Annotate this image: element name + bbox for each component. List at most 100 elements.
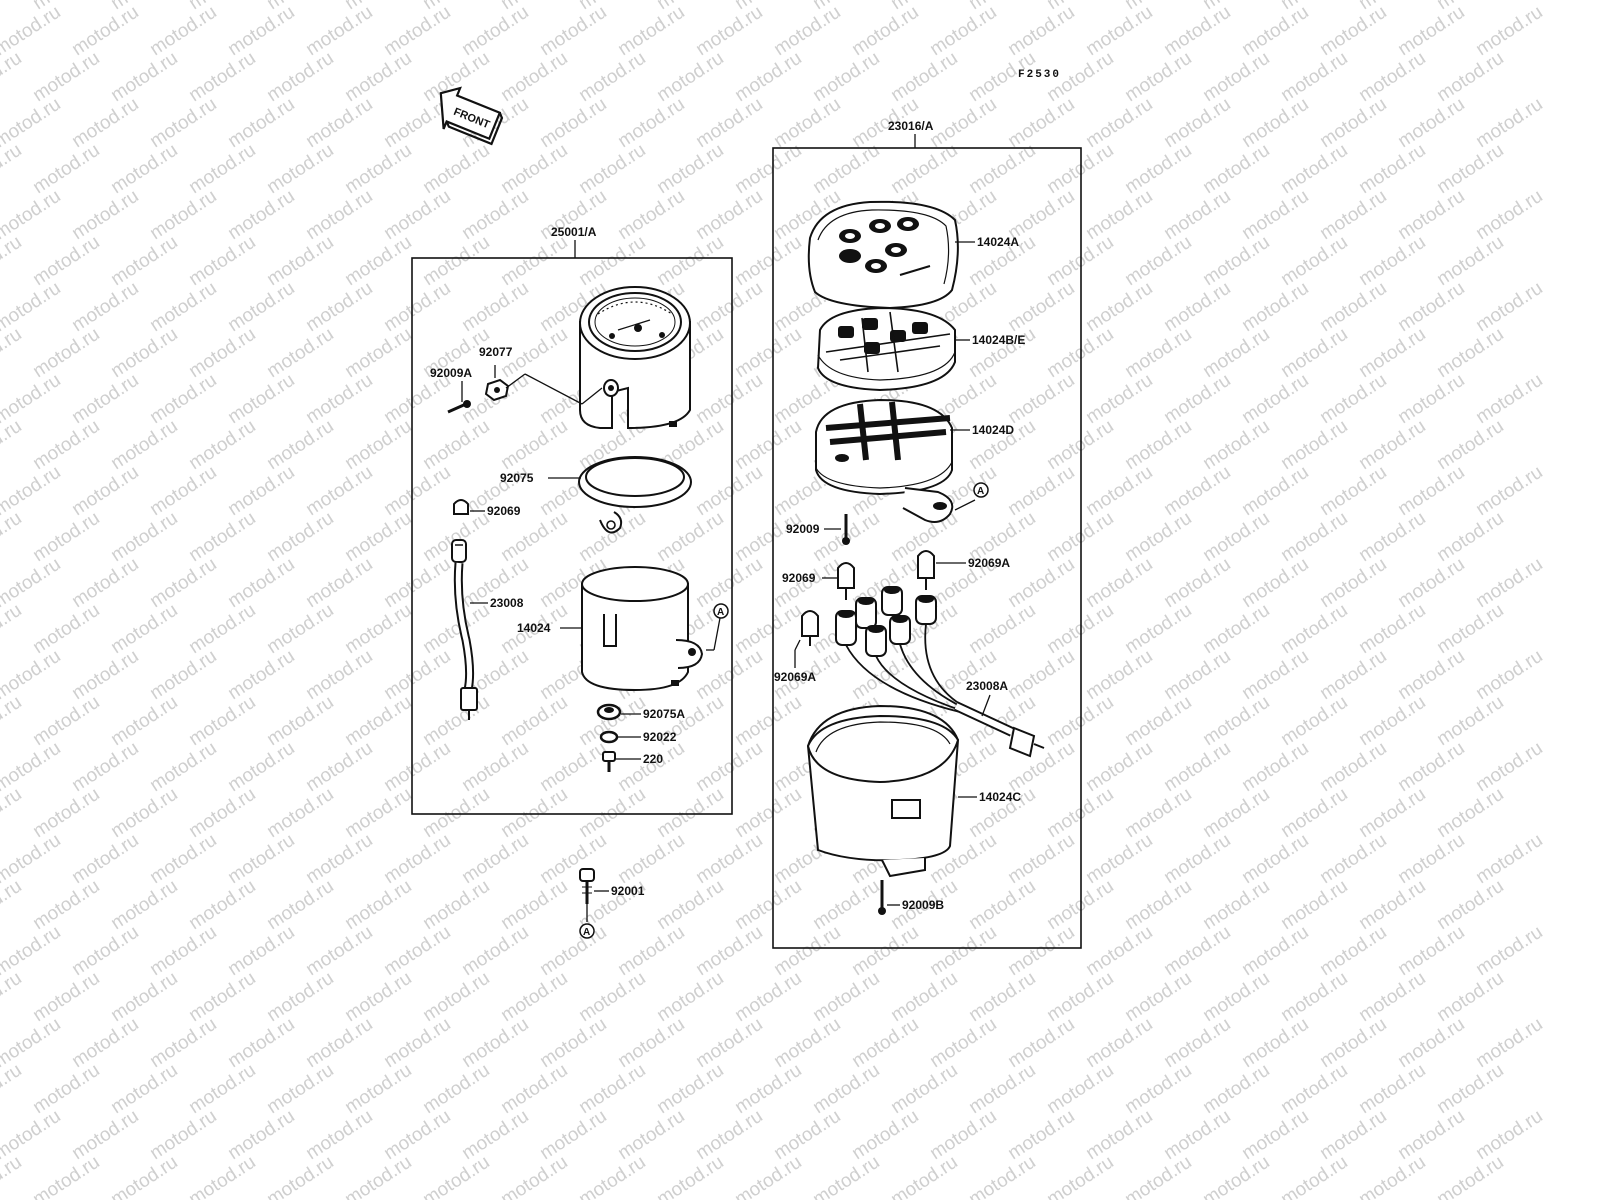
watermark-text: motod.ru [1004, 1014, 1078, 1072]
watermark-text: motod.ru [1433, 232, 1507, 290]
left-assembly-frame [411, 257, 733, 815]
label-92009A: 92009A [430, 366, 472, 380]
watermark-text: motod.ru [419, 784, 493, 842]
watermark-text: motod.ru [1316, 94, 1390, 152]
watermark-text: motod.ru [1394, 278, 1468, 336]
watermark-text: motod.ru [614, 2, 688, 60]
watermark-text: motod.ru [146, 830, 220, 888]
watermark-text: motod.ru [1433, 1060, 1507, 1118]
watermark-text: motod.ru [809, 48, 883, 106]
watermark-text: motod.ru [29, 1060, 103, 1118]
label-92069A-bottom: 92069A [774, 670, 816, 684]
watermark-text: motod.ru [263, 784, 337, 842]
watermark-text: motod.ru [185, 600, 259, 658]
label-92009: 92009 [786, 522, 820, 536]
watermark-text: motod.ru [29, 48, 103, 106]
watermark-text: motod.ru [1394, 830, 1468, 888]
watermark-text: motod.ru [263, 232, 337, 290]
watermark-text: motod.ru [341, 324, 415, 382]
watermark-text: motod.ru [1433, 140, 1507, 198]
watermark-text: motod.ru [1277, 140, 1351, 198]
watermark-text: motod.ru [341, 600, 415, 658]
watermark-text: motod.ru [848, 646, 922, 704]
watermark-text: motod.ru [341, 508, 415, 566]
watermark-text: motod.ru [1121, 1060, 1195, 1118]
watermark-text: motod.ru [458, 922, 532, 980]
watermark-text: motod.ru [380, 2, 454, 60]
watermark-text: motod.ru [1238, 462, 1312, 520]
watermark-text: motod.ru [497, 1152, 571, 1200]
watermark-text: motod.ru [1433, 968, 1507, 1026]
watermark-text: motod.ru [29, 600, 103, 658]
watermark-text: motod.ru [575, 1152, 649, 1200]
bulb-sockets-icon [835, 586, 1045, 758]
watermark-text: motod.ru [1082, 278, 1156, 336]
watermark-text: motod.ru [185, 1060, 259, 1118]
watermark-text: motod.ru [1082, 370, 1156, 428]
watermark-text: motod.ru [1394, 2, 1468, 60]
watermark-text: motod.ru [419, 1152, 493, 1200]
watermark-text: motod.ru [1472, 554, 1546, 612]
label-14024D: 14024D [972, 423, 1014, 437]
watermark-text: motod.ru [341, 416, 415, 474]
watermark-text: motod.ru [1355, 968, 1429, 1026]
watermark-text: motod.ru [848, 2, 922, 60]
watermark-text: motod.ru [1316, 1106, 1390, 1164]
watermark-text: motod.ru [185, 784, 259, 842]
label-23008A: 23008A [966, 679, 1008, 693]
watermark-text: motod.ru [302, 646, 376, 704]
watermark-text: motod.ru [692, 278, 766, 336]
watermark-text: motod.ru [1238, 554, 1312, 612]
mounting-bolt-icon [579, 868, 595, 904]
watermark-text: motod.ru [536, 1106, 610, 1164]
watermark-text: motod.ru [0, 416, 26, 474]
watermark-text: motod.ru [887, 968, 961, 1026]
indicator-base-icon [815, 398, 954, 523]
watermark-text: motod.ru [1004, 922, 1078, 980]
base-screw-icon [842, 514, 850, 545]
watermark-text: motod.ru [263, 692, 337, 750]
watermark-text: motod.ru [1160, 738, 1234, 796]
watermark-text: motod.ru [653, 968, 727, 1026]
watermark-text: motod.ru [302, 370, 376, 428]
watermark-text: motod.ru [1121, 600, 1195, 658]
watermark-text: motod.ru [1355, 1060, 1429, 1118]
watermark-text: motod.ru [302, 462, 376, 520]
watermark-text: motod.ru [146, 922, 220, 980]
watermark-text: motod.ru [1160, 278, 1234, 336]
label-92075A: 92075A [643, 707, 685, 721]
watermark-text: motod.ru [0, 232, 26, 290]
watermark-text: motod.ru [1082, 554, 1156, 612]
watermark-text: motod.ru [1355, 600, 1429, 658]
watermark-text: motod.ru [224, 554, 298, 612]
watermark-text: motod.ru [1472, 370, 1546, 428]
watermark-text: motod.ru [1160, 1106, 1234, 1164]
label-92069-right: 92069 [782, 571, 816, 585]
watermark-text: motod.ru [302, 94, 376, 152]
watermark-text: motod.ru [1433, 784, 1507, 842]
watermark-text: motod.ru [380, 1014, 454, 1072]
watermark-text: motod.ru [68, 94, 142, 152]
watermark-text: motod.ru [887, 1152, 961, 1200]
watermark-text: motod.ru [1199, 968, 1273, 1026]
watermark-text: motod.ru [146, 646, 220, 704]
watermark-text: motod.ru [29, 232, 103, 290]
watermark-text: motod.ru [731, 784, 805, 842]
watermark-text: motod.ru [1316, 186, 1390, 244]
watermark-text: motod.ru [1004, 278, 1078, 336]
watermark-text: motod.ru [185, 876, 259, 934]
watermark-text: motod.ru [926, 1106, 1000, 1164]
watermark-text: motod.ru [965, 600, 1039, 658]
watermark-text: motod.ru [185, 968, 259, 1026]
watermark-text: motod.ru [614, 738, 688, 796]
watermark-text: motod.ru [1472, 94, 1546, 152]
watermark-text: motod.ru [29, 784, 103, 842]
watermark-text: motod.ru [68, 738, 142, 796]
watermark-text: motod.ru [1355, 876, 1429, 934]
watermark-text: motod.ru [263, 324, 337, 382]
watermark-text: motod.ru [107, 1060, 181, 1118]
watermark-text: motod.ru [1316, 370, 1390, 428]
watermark-text: motod.ru [224, 462, 298, 520]
watermark-text: motod.ru [1316, 922, 1390, 980]
watermark-text: motod.ru [380, 1106, 454, 1164]
